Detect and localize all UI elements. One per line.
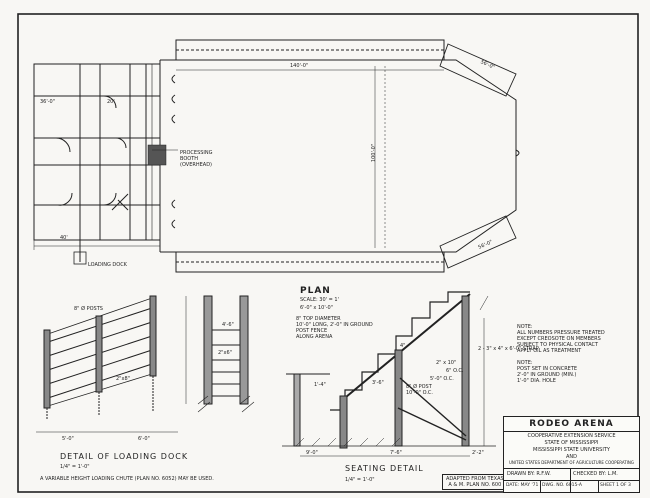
title-state: STATE OF MISSISSIPPI (544, 440, 599, 446)
title-service: COOPERATIVE EXTENSION SERVICE (527, 433, 616, 439)
title-and: AND (565, 454, 577, 460)
seating-top-note-4: ALONG ARENA (296, 334, 333, 340)
seating-dim-mid: 7'-6" (390, 450, 402, 456)
dock-sub2-label: 2"x6" (218, 350, 232, 356)
title-usda: UNITED STATES DEPARTMENT OF AGRICULTURE … (509, 460, 634, 465)
notes-line-6: 2'-0" IN GROUND (MIN.) (517, 372, 577, 378)
loading-dock-detail (36, 295, 255, 433)
dock-title: DETAIL OF LOADING DOCK (60, 452, 189, 461)
title-dwg-no: DWG. NO. 6015-A (542, 483, 582, 488)
dock-height-label: 4'-6" (222, 322, 234, 328)
seating-post-1: 8" Ø POST (406, 384, 432, 390)
dock-note: A VARIABLE HEIGHT LOADING CHUTE (PLAN NO… (40, 476, 214, 482)
notes-head-1: NOTE: (517, 324, 533, 330)
plan-scale: SCALE: 30' = 1' (300, 297, 339, 303)
plan-title: PLAN (300, 286, 331, 296)
notes-line-5: POST SET IN CONCRETE (517, 366, 578, 372)
dock-posts-label: 8" Ø POSTS (74, 306, 103, 312)
notes-line-4: APPLY OIL AS TREATMENT (517, 348, 582, 354)
title-university: MISSISSIPPI STATE UNIVERSITY (533, 447, 610, 453)
adapted-box: ADAPTED FROM TEXAS A & M. PLAN NO. 600 (442, 474, 508, 490)
seating-board-label: 2" x 10" (436, 360, 457, 366)
plan-dock-note: LOADING DOCK (88, 262, 127, 268)
dock-sub1-label: 2"x8" (116, 376, 130, 382)
plan-chute-note: PROCESSING BOOTH (OVERHEAD) (180, 150, 213, 168)
notes-block: NOTE: ALL NUMBERS PRESSURE TREATED EXCEP… (517, 324, 605, 384)
seating-top-note-3: POST FENCE (296, 328, 328, 334)
title-sheet: SHEET 1 OF 3 (600, 483, 631, 488)
plan-dim-short: 20' (107, 99, 115, 105)
notes-line-2: EXCEPT CREOSOTE ON MEMBERS (517, 336, 601, 342)
plan-dim-overall-width: 140'-0" (290, 63, 309, 69)
seating-step-2: 3'-6" (372, 380, 384, 386)
seating-top-note-2: 10'-0" LONG, 2'-0" IN GROUND (296, 322, 373, 328)
title-date: DATE: MAY '71 (506, 483, 539, 488)
notes-head-2: NOTE: (517, 360, 533, 366)
seating-dim-right: 2'-2" (472, 450, 484, 456)
dock-width-label: 5'-0" (62, 436, 74, 442)
plan-dim-bottom-left: 40' (60, 235, 68, 241)
notes-line-3: SUBJECT TO PHYSICAL CONTACT (517, 342, 599, 348)
adapted-line-2: A & M. PLAN NO. 600 (448, 482, 502, 488)
plan-dim-outer-left: 36'-0" (40, 99, 56, 105)
pens-plan (33, 63, 178, 265)
title-checked-by: CHECKED BY: L.M. (573, 471, 618, 477)
title-drawn-by: DRAWN BY: R.F.W. (507, 471, 551, 477)
seating-spacing-2: 5'-0" O.C. (430, 376, 454, 382)
seating-dim-left: 9'-0" (306, 450, 318, 456)
seating-spacing-1: 6" O.C. (446, 368, 464, 374)
seating-detail (282, 291, 496, 457)
seating-top-note-1: 8" TOP DIAMETER (296, 316, 341, 322)
seating-rise: 1'-4" (314, 382, 326, 388)
adapted-line-1: ADAPTED FROM TEXAS (446, 476, 504, 482)
seating-strap-label: 2 - 3" x 4" x 6'-0" STRAP (478, 346, 539, 352)
plan-ramp-note: 6'-0" x 10'-0" (300, 305, 334, 311)
title-project: RODEO ARENA (529, 419, 614, 429)
dock-scale: 1/4" = 1'-0" (60, 464, 90, 470)
title-block: RODEO ARENA COOPERATIVE EXTENSION SERVIC… (503, 416, 640, 493)
sheet-border (17, 13, 639, 493)
seating-scale: 1/4" = 1'-0" (345, 477, 375, 483)
notes-line-7: 1'-0" DIA. HOLE (517, 378, 556, 384)
seating-step-1: 4" (400, 343, 406, 349)
notes-line-1: ALL NUMBERS PRESSURE TREATED (517, 330, 605, 336)
plan-dim-height: 100'-0" (371, 143, 378, 163)
seating-title: SEATING DETAIL (345, 464, 424, 473)
dock-depth-label: 6'-0" (138, 436, 150, 442)
seating-post-2: 10'-0" O.C. (406, 390, 434, 396)
